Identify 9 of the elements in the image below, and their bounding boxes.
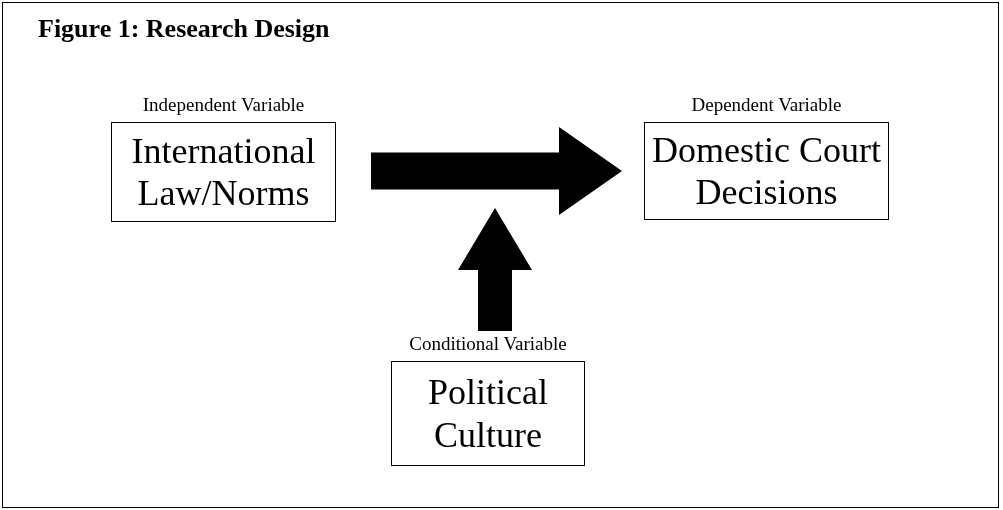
variable-heading: Dependent Variable [691,93,842,117]
variable-name: International Law/Norms [130,129,317,215]
variable-name: Political Culture [427,371,549,456]
block-arrow [371,127,622,215]
variable-heading: Conditional Variable [409,332,567,356]
variable-name: Domestic Court Decisions [651,128,882,214]
figure-title: Figure 1: Research Design [38,14,330,44]
block-arrow [458,208,532,331]
variable-heading: Independent Variable [142,93,305,117]
